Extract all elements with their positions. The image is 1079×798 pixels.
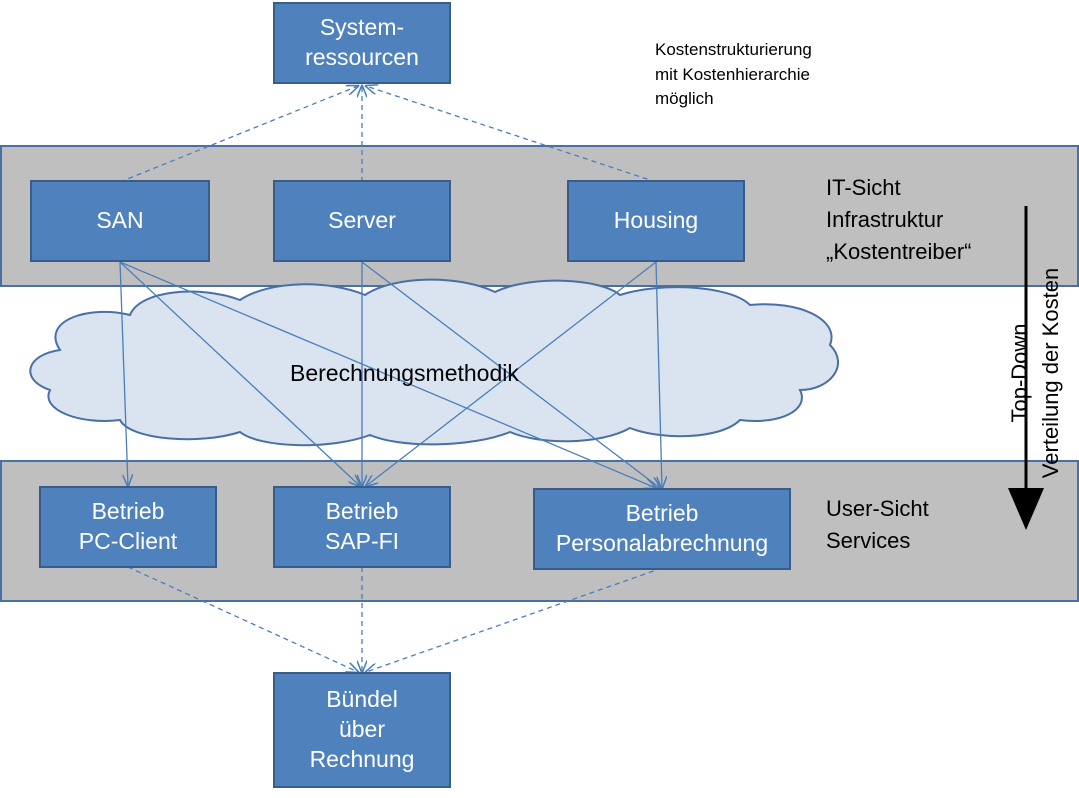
connector-server-to-personalabrechnung xyxy=(361,261,660,488)
direction-label-line: Top-Down xyxy=(1007,323,1032,423)
connector-san-to-systemressourcen xyxy=(119,86,358,183)
pc-client-node: Betrieb PC-Client xyxy=(39,486,217,568)
note-text: Kostenstrukturierung mit Kostenhierarchi… xyxy=(655,38,812,112)
node-line: Personalabrechnung xyxy=(555,530,769,556)
user-layer-label-line: Services xyxy=(826,527,911,553)
sap-fi-node: Betrieb SAP-FI xyxy=(273,486,451,568)
buendel-node: Bündel über Rechnung xyxy=(273,672,451,788)
node-line: Bündel xyxy=(326,686,398,713)
note-line: mit Kostenhierarchie xyxy=(655,64,810,84)
it-layer-label-line: IT-Sicht xyxy=(826,175,901,200)
node-line: System- xyxy=(319,14,405,41)
node-label: SAN xyxy=(96,207,144,234)
it-layer-label: IT-Sicht Infrastruktur „Kostentreiber“ xyxy=(826,172,972,268)
node-line: PC-Client xyxy=(78,528,178,554)
it-layer-label-line: Infrastruktur xyxy=(826,206,944,232)
node-line: Betrieb xyxy=(625,500,699,527)
connector-san-to-pc-client xyxy=(119,261,128,486)
node-line: Betrieb xyxy=(91,498,165,525)
node-label: Housing xyxy=(613,207,699,234)
housing-node: Housing xyxy=(567,180,745,262)
user-layer-label: User-Sicht Services xyxy=(826,493,929,557)
connector-housing-to-systemressourcen xyxy=(366,86,657,183)
connector-pc-client-to-buendel xyxy=(127,566,358,672)
connector-housing-to-personalabrechnung xyxy=(655,261,662,488)
user-layer-label-line: User-Sicht xyxy=(826,496,929,521)
node-line: ressourcen xyxy=(305,44,419,70)
san-node: SAN xyxy=(30,180,210,262)
cloud-label: Berechnungsmethodik xyxy=(290,360,519,386)
it-layer-label-line: „Kostentreiber“ xyxy=(826,238,972,264)
note-line: Kostenstrukturierung xyxy=(655,40,812,59)
node-label: Server xyxy=(328,207,396,234)
systemressourcen-node: System- ressourcen xyxy=(273,2,451,84)
berechnungsmethodik-cloud xyxy=(29,278,840,447)
connector-san-to-sap-fi xyxy=(119,261,360,486)
server-node: Server xyxy=(273,180,451,262)
connector-personalabrechnung-to-buendel xyxy=(366,567,663,672)
personalabrechnung-node: Betrieb Personalabrechnung xyxy=(533,488,791,570)
node-line: Rechnung xyxy=(309,745,415,772)
node-line: SAP-FI xyxy=(324,528,400,554)
node-line: Betrieb xyxy=(325,498,399,525)
direction-label-line: Verteilung der Kosten xyxy=(1037,267,1063,479)
connector-housing-to-sap-fi xyxy=(366,261,657,486)
note-line: möglich xyxy=(655,89,714,109)
direction-label: Top-Down Verteilung der Kosten xyxy=(1005,223,1071,523)
connector-san-to-personalabrechnung xyxy=(119,261,656,488)
node-line: über xyxy=(338,716,386,743)
